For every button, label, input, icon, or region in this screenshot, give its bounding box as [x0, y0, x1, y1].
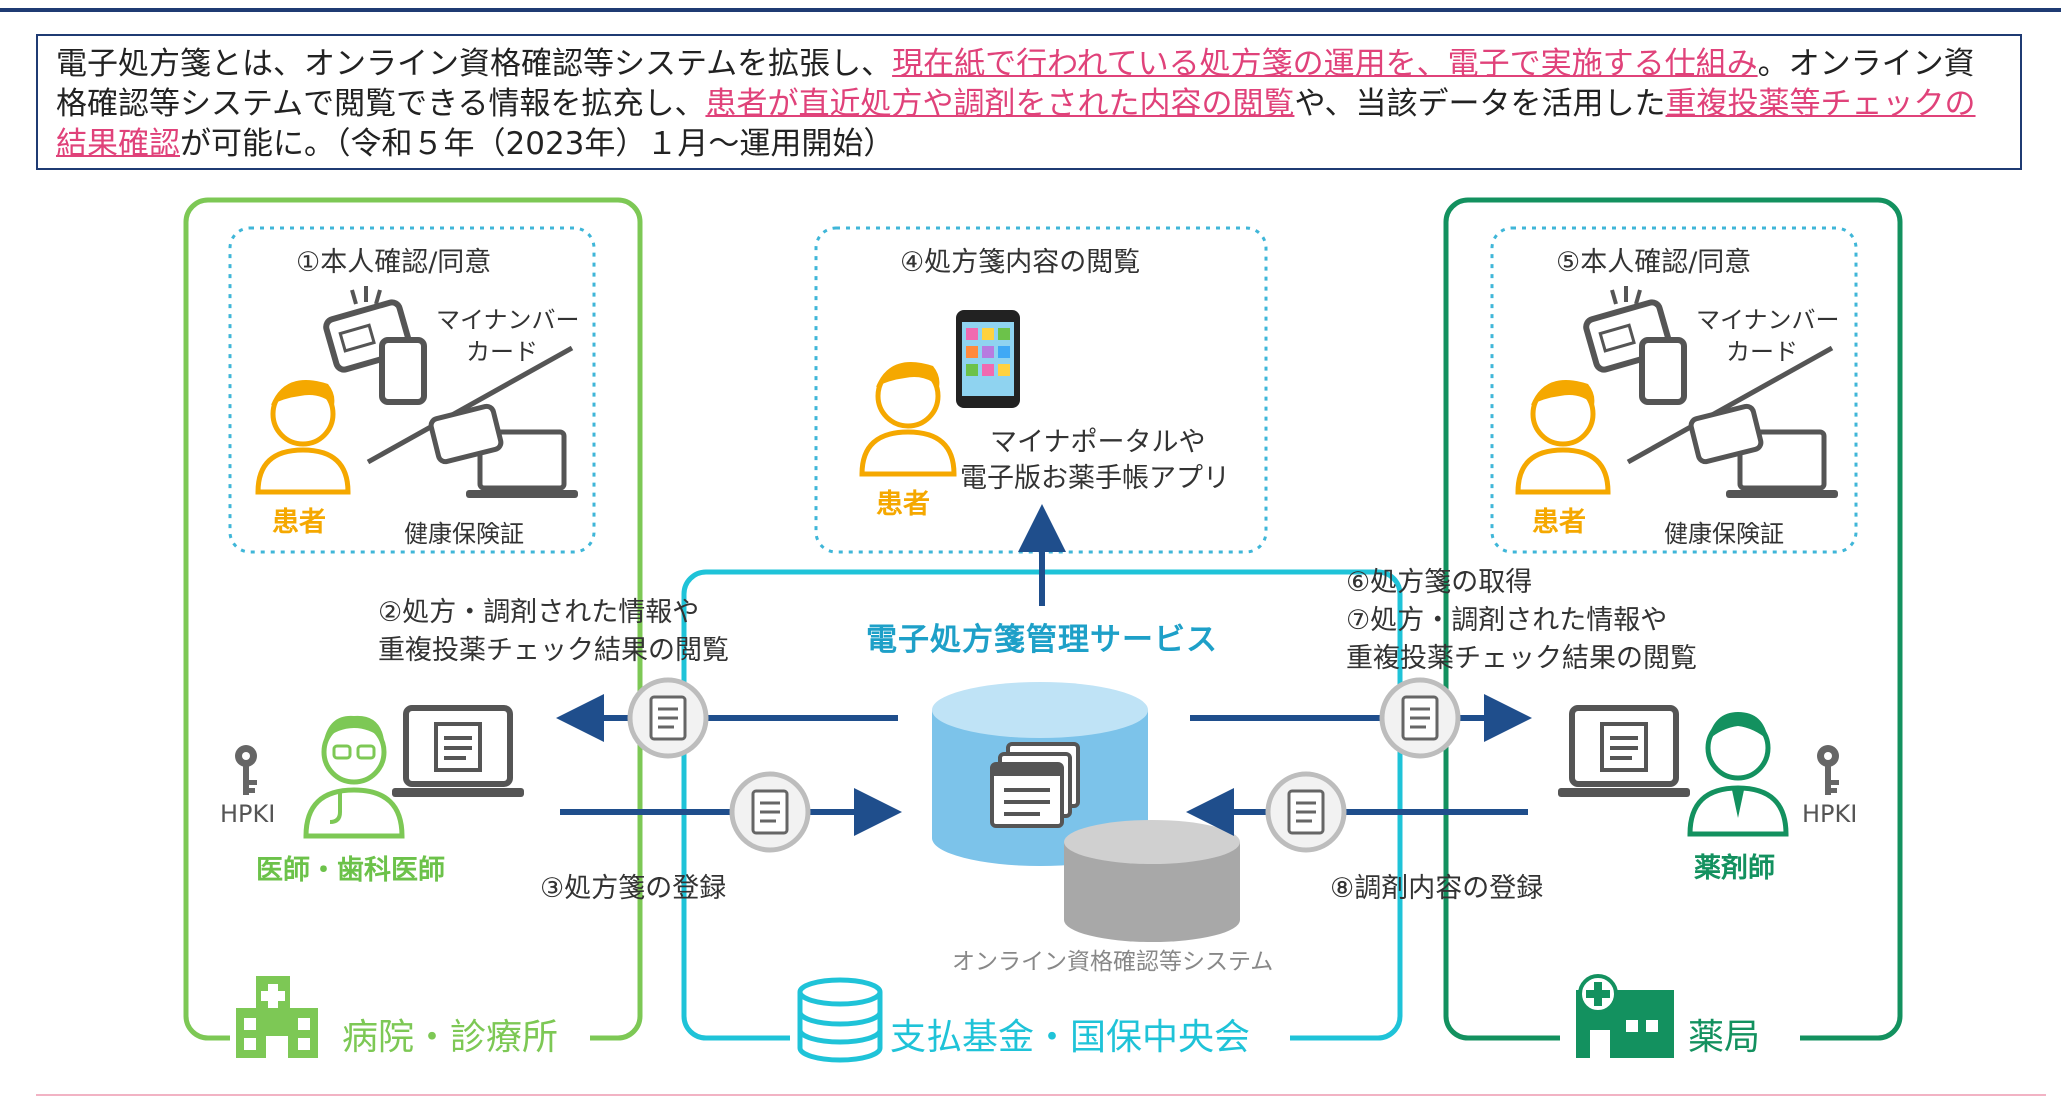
- hospital-building-icon: [236, 976, 318, 1058]
- insurance-card-laptop-icon-pharmacy: [1688, 403, 1838, 498]
- top-rule: [0, 8, 2061, 12]
- hpki-key-icon-pharmacy: [1817, 745, 1839, 795]
- intro-text-1: 電子処方箋とは、オンライン資格確認等システムを拡張し、: [56, 46, 893, 82]
- patient-icon-center: [859, 362, 957, 477]
- consent-box-hospital: [228, 226, 596, 554]
- insurance-card-label-hospital: 健康保険証: [404, 520, 524, 548]
- app-label-line1: マイナポータルや: [990, 427, 1206, 458]
- pharmacist-icon: [1687, 712, 1789, 837]
- laptop-icon-hospital: [392, 708, 524, 797]
- step-1-label: ①本人確認/同意: [296, 247, 492, 278]
- mynumber-card-icon-hospital: [324, 286, 424, 402]
- pharmacist-label: 薬剤師: [1694, 853, 1775, 884]
- mynumber-card-label-line1: マイナンバー: [436, 306, 580, 334]
- document-circle-icon: [1268, 774, 1344, 850]
- hpki-label-hospital: HPKI: [220, 800, 276, 828]
- mynumber-card-label-line2: カード: [466, 338, 538, 366]
- patient-label-center: 患者: [876, 489, 930, 520]
- mynumber-card-icon-pharmacy: [1584, 286, 1684, 402]
- step-2-label-line1: ②処方・調剤された情報や: [378, 597, 700, 628]
- insurance-card-label-pharmacy: 健康保険証: [1664, 520, 1784, 548]
- patient-label-pharmacy: 患者: [1532, 507, 1586, 538]
- document-circle-icon: [732, 774, 808, 850]
- insurance-card-laptop-icon-hospital: [428, 403, 578, 498]
- online-system-database-icon: [1064, 820, 1240, 942]
- step-4-label: ④処方箋内容の閲覧: [900, 247, 1141, 278]
- hpki-label-pharmacy: HPKI: [1802, 800, 1858, 828]
- step-7-label-line1: ⑦処方・調剤された情報や: [1346, 605, 1668, 636]
- bottom-rule: [36, 1094, 2046, 1096]
- fund-label: 支払基金・国保中央会: [890, 1017, 1251, 1058]
- e-prescription-service-label: 電子処方箋管理サービス: [866, 622, 1218, 658]
- step-3-label: ③処方箋の登録: [540, 873, 727, 904]
- mynumber-card-label-line2: カード: [1726, 338, 1798, 366]
- step-2-label-line2: 重複投薬チェック結果の閲覧: [378, 635, 729, 666]
- consent-box-pharmacy: [1490, 226, 1858, 554]
- step-7-label-line2: 重複投薬チェック結果の閲覧: [1346, 643, 1697, 674]
- app-label-line2: 電子版お薬手帳アプリ: [960, 463, 1230, 494]
- divider-line-hospital: [366, 345, 574, 465]
- intro-highlight-2: 患者が直近処方や調剤をされた内容の閲覧: [705, 86, 1295, 122]
- doctor-icon: [303, 715, 405, 839]
- intro-highlight-3: 重複投薬等チェックの結果確認: [56, 86, 1976, 162]
- doctor-label: 医師・歯科医師: [256, 855, 445, 886]
- intro-highlight-1: 現在紙で行われている処方箋の運用を、電子で実施する仕組み: [892, 46, 1758, 82]
- step-8-label: ⑧調剤内容の登録: [1330, 873, 1544, 904]
- laptop-icon-pharmacy: [1558, 708, 1690, 797]
- online-system-label: オンライン資格確認等システム: [952, 949, 1274, 975]
- intro-box: 電子処方箋とは、オンライン資格確認等システムを拡張し、現在紙で行われている処方箋…: [36, 34, 2022, 170]
- patient-icon-hospital: [255, 380, 351, 495]
- divider-line-pharmacy: [1626, 345, 1834, 465]
- document-circle-icon: [1382, 680, 1458, 756]
- pharmacy-label: 薬局: [1688, 1017, 1761, 1058]
- step-5-label: ⑤本人確認/同意: [1556, 247, 1752, 278]
- hpki-key-icon-hospital: [235, 745, 257, 795]
- intro-text-4: が可能に。（令和５年（2023年）１月～運用開始）: [180, 126, 895, 162]
- mynumber-card-label-line1: マイナンバー: [1696, 306, 1840, 334]
- hospital-clinic-label: 病院・診療所: [342, 1017, 559, 1058]
- document-circle-icon: [630, 680, 706, 756]
- step-6-label: ⑥処方箋の取得: [1346, 567, 1533, 598]
- pharmacy-building-icon: [1576, 974, 1674, 1058]
- intro-text-3: や、当該データを活用した: [1294, 86, 1666, 122]
- patient-label-hospital: 患者: [272, 507, 326, 538]
- patient-icon-pharmacy: [1515, 380, 1611, 495]
- intro-text-2: 。オンライン資格確認等システムで閲覧できる情報を拡充し、: [56, 46, 1975, 122]
- database-stack-icon: [797, 977, 883, 1063]
- smartphone-icon: [956, 310, 1020, 408]
